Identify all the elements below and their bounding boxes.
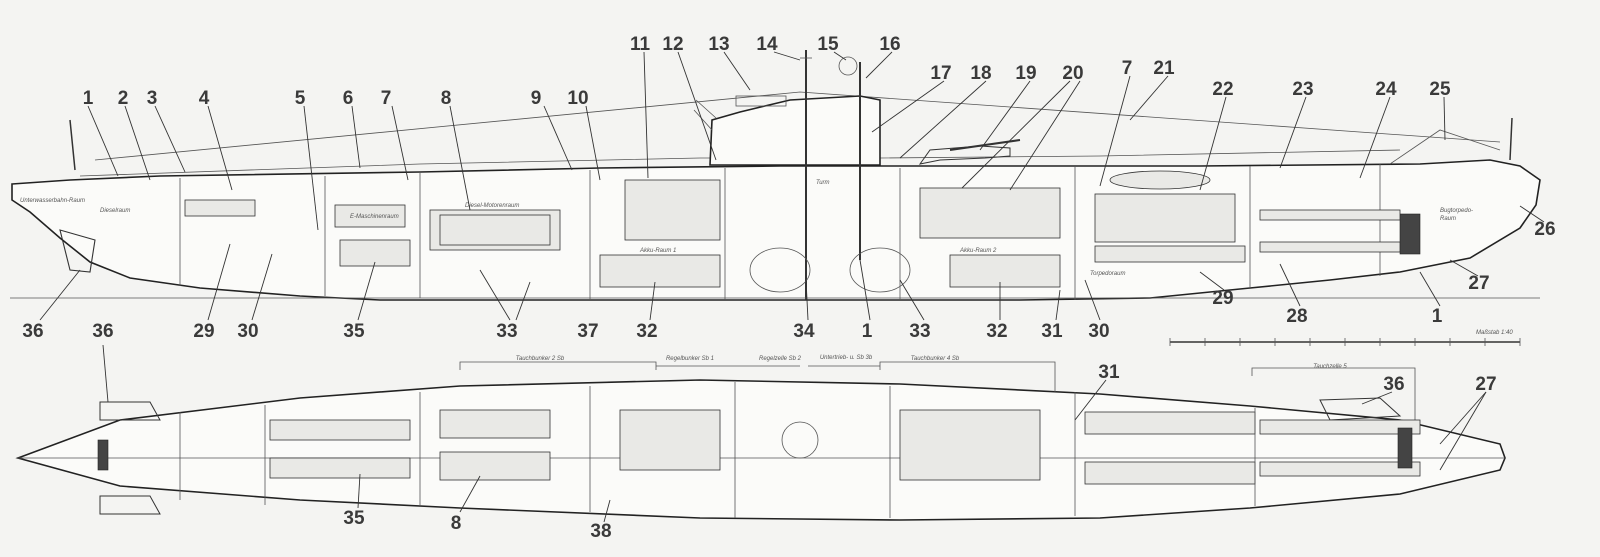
- callout-c-36c: 36: [1383, 374, 1404, 395]
- svg-text:E-Maschinenraum: E-Maschinenraum: [350, 214, 399, 220]
- callout-c-26: 26: [1534, 219, 1555, 240]
- callout-c-29b: 29: [193, 321, 214, 342]
- svg-text:Akku-Raum 1: Akku-Raum 1: [639, 248, 676, 254]
- callout-c-2: 2: [118, 88, 129, 109]
- callout-c-27a: 27: [1468, 273, 1489, 294]
- callout-c-30a: 30: [1088, 321, 1109, 342]
- svg-text:Turm: Turm: [816, 180, 830, 186]
- pressure-hull-plan: [15, 379, 1506, 521]
- callout-c-8a: 8: [441, 88, 452, 109]
- svg-text:Raum: Raum: [1440, 216, 1456, 222]
- compartment-label-t4: Untertrieb- u. Sb 3b: [820, 355, 873, 361]
- callout-c-36b: 36: [92, 321, 113, 342]
- callout-c-11: 11: [630, 34, 651, 55]
- callout-c-7b: 7: [1122, 58, 1133, 79]
- pressure-hull-profile: [11, 159, 1541, 301]
- callout-c-7a: 7: [381, 88, 392, 109]
- callout-c-32a: 32: [986, 321, 1007, 342]
- compartment-label-t5: Tauchbunker 4 Sb: [911, 356, 960, 362]
- compartment-label-t1: Tauchbunker 2 Sb: [516, 356, 565, 362]
- callout-c-31b: 31: [1098, 362, 1120, 383]
- svg-text:Diesel-Motorenraum: Diesel-Motorenraum: [465, 203, 519, 209]
- callout-c-1c: 1: [862, 321, 873, 342]
- callout-c-33b: 33: [496, 321, 517, 342]
- plan-view: Tauchbunker 2 Sb Regelbunker Sb 1 Regelzel…: [15, 344, 1506, 523]
- callout-c-17: 17: [930, 63, 951, 84]
- plan-compartment-labels: Tauchbunker 2 Sb Regelbunker Sb 1 Regelzel…: [516, 355, 1348, 370]
- callout-c-18: 18: [970, 63, 991, 84]
- callout-c-3: 3: [147, 88, 158, 109]
- scale-bar: Maßstab 1:40: [1169, 330, 1521, 346]
- callout-c-4: 4: [199, 88, 210, 109]
- callout-c-36a: 36: [22, 321, 43, 342]
- callout-c-37: 37: [577, 321, 598, 342]
- side-profile-view: Unterwasserbahn-Raum Dieselraum E-Maschi…: [10, 50, 1545, 346]
- callout-c-21: 21: [1153, 58, 1175, 79]
- callout-c-28: 28: [1286, 306, 1307, 327]
- compartment-label-t3: Regelzelle Sb 2: [759, 356, 802, 362]
- callout-c-31a: 31: [1041, 321, 1063, 342]
- callout-c-13: 13: [708, 34, 729, 55]
- callout-c-24: 24: [1375, 79, 1397, 100]
- svg-text:Unterwasserbahn-Raum: Unterwasserbahn-Raum: [20, 198, 85, 204]
- callout-c-1a: 1: [83, 88, 94, 109]
- callout-c-9: 9: [531, 88, 542, 109]
- callout-c-16: 16: [879, 34, 900, 55]
- callout-c-30b: 30: [237, 321, 258, 342]
- callout-c-5: 5: [295, 88, 306, 109]
- callout-c-32b: 32: [636, 321, 657, 342]
- callout-c-33a: 33: [909, 321, 930, 342]
- callout-c-12: 12: [662, 34, 683, 55]
- scale-label: Maßstab 1:40: [1476, 330, 1513, 336]
- callout-c-15: 15: [817, 34, 839, 55]
- callout-c-35a: 35: [343, 321, 365, 342]
- callout-c-6: 6: [343, 88, 354, 109]
- svg-text:Dieselraum: Dieselraum: [100, 208, 130, 214]
- callout-c-25: 25: [1429, 79, 1451, 100]
- svg-text:Torpedoraum: Torpedoraum: [1090, 271, 1125, 277]
- callout-c-27b: 27: [1475, 374, 1496, 395]
- callout-c-14: 14: [756, 34, 778, 55]
- compartment-label-t2: Regelbunker Sb 1: [666, 356, 714, 362]
- compartment-label-t6: Tauchzelle 5: [1313, 364, 1347, 370]
- conning-tower: [709, 95, 881, 166]
- callout-c-34: 34: [793, 321, 815, 342]
- svg-text:Bugtorpedo-: Bugtorpedo-: [1440, 208, 1473, 214]
- callout-c-22: 22: [1212, 79, 1233, 100]
- callout-c-38: 38: [590, 521, 611, 542]
- callout-c-35b: 35: [343, 508, 365, 529]
- callout-c-29a: 29: [1212, 288, 1233, 309]
- callout-c-19: 19: [1015, 63, 1036, 84]
- svg-text:Akku-Raum 2: Akku-Raum 2: [959, 248, 997, 254]
- callout-c-10: 10: [567, 88, 588, 109]
- callout-c-20: 20: [1062, 63, 1083, 84]
- callout-c-23: 23: [1292, 79, 1313, 100]
- callout-c-1b: 1: [1432, 306, 1443, 327]
- callout-c-8b: 8: [451, 513, 462, 534]
